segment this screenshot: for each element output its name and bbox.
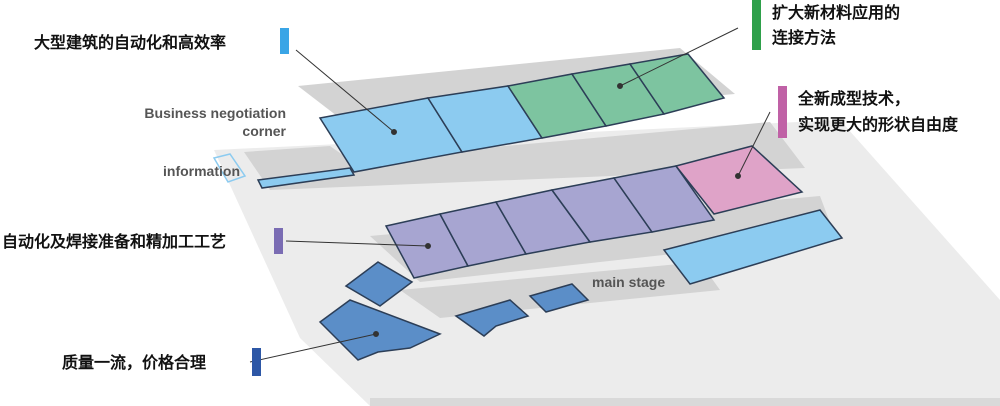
- leader-dot-new-forming: [735, 173, 741, 179]
- callout-new-materials-line1: 扩大新材料应用的: [772, 3, 901, 22]
- callout-new-forming-line1: 全新成型技术，: [798, 89, 911, 108]
- callout-quality-price: 质量一流，价格合理: [62, 353, 207, 372]
- callout-automation-welding: 自动化及焊接准备和精加工工艺: [2, 232, 227, 251]
- main-stage-label: main stage: [592, 274, 665, 290]
- booth-row-automation-welding: [384, 165, 716, 279]
- leader-large-buildings: [295, 49, 395, 133]
- leader-new-forming: [737, 111, 771, 177]
- leader-new-materials: [619, 27, 739, 87]
- booth-row-quality-price: [318, 261, 590, 361]
- booth-steel-1: [344, 261, 414, 307]
- callout-new-forming-line2: 实现更大的形状自由度: [798, 115, 959, 134]
- booth-steel-4: [528, 283, 590, 313]
- floor-shadow-edge: [370, 398, 1000, 406]
- leader-dot-new-materials: [617, 83, 623, 89]
- information-label: information: [163, 163, 240, 179]
- leader-dot-automation-welding: [425, 243, 431, 249]
- leader-dot-large-buildings: [391, 129, 397, 135]
- booth-lavender-5: [612, 165, 716, 233]
- swatch-new-materials: [752, 0, 761, 50]
- booth-blue-strip: [256, 167, 356, 189]
- information-desk: [212, 153, 247, 183]
- business-negotiation-label-line2: corner: [242, 123, 286, 139]
- swatch-automation-welding: [274, 228, 283, 254]
- booth-steel-3: [454, 299, 530, 337]
- booth-steel-2: [318, 299, 442, 361]
- leader-automation-welding: [285, 240, 429, 247]
- booth-pink-new-forming: [674, 145, 804, 215]
- swatch-large-buildings: [280, 28, 289, 54]
- swatch-quality-price: [252, 348, 261, 376]
- callout-new-materials-line2: 连接方法: [772, 28, 837, 47]
- swatch-new-forming: [778, 86, 787, 138]
- business-negotiation-label: Business negotiation: [144, 105, 286, 121]
- callout-large-buildings: 大型建筑的自动化和高效率: [34, 33, 227, 52]
- leader-quality-price: [249, 333, 377, 363]
- leader-dot-quality-price: [373, 331, 379, 337]
- main-stage-platform: [662, 209, 844, 285]
